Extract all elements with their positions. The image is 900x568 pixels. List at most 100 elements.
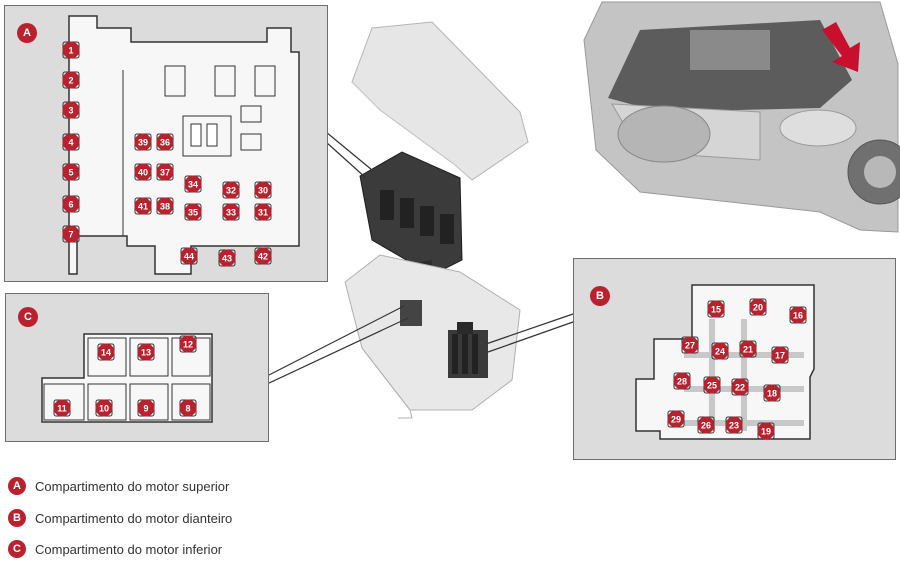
fuse-number-label: 39 bbox=[138, 138, 148, 148]
fuse-diagram-c: 14 13 12 11 10 9 8 bbox=[41, 333, 213, 423]
fuse-b-9: 22 bbox=[731, 378, 749, 396]
fuse-number-badge bbox=[711, 342, 729, 360]
legend-text: Compartimento do motor superior bbox=[35, 478, 230, 494]
fuse-a-7: 39 bbox=[134, 133, 152, 151]
fuse-number-badge bbox=[707, 300, 725, 318]
fuse-b-3: 27 bbox=[681, 336, 699, 354]
fuse-number-label: 37 bbox=[160, 168, 170, 178]
location-arrow-icon bbox=[822, 22, 860, 72]
fuse-c-3: 11 bbox=[53, 399, 71, 417]
fuse-number-badge bbox=[703, 376, 721, 394]
fuse-a-3: 4 bbox=[62, 133, 80, 151]
fuse-number-label: 27 bbox=[685, 341, 695, 351]
fuse-number-badge bbox=[53, 399, 71, 417]
fuse-number-badge bbox=[62, 195, 80, 213]
fuse-a-17: 30 bbox=[254, 181, 272, 199]
fuse-number-label: 17 bbox=[775, 351, 785, 361]
fuse-a-13: 34 bbox=[184, 175, 202, 193]
fuse-number-label: 6 bbox=[68, 200, 73, 210]
fuse-a-15: 32 bbox=[222, 181, 240, 199]
fuse-number-label: 42 bbox=[258, 252, 268, 262]
fuse-number-label: 7 bbox=[68, 230, 73, 240]
fuse-number-label: 29 bbox=[671, 415, 681, 425]
fuse-number-label: 10 bbox=[99, 404, 109, 414]
fuse-c-1: 13 bbox=[137, 343, 155, 361]
fuse-c-0: 14 bbox=[97, 343, 115, 361]
legend-letter: B bbox=[8, 509, 26, 527]
fuse-a-0: 1 bbox=[62, 41, 80, 59]
fuse-c-6: 8 bbox=[179, 399, 197, 417]
fuse-b-13: 23 bbox=[725, 416, 743, 434]
fuse-number-badge bbox=[739, 340, 757, 358]
fuse-a-9: 40 bbox=[134, 163, 152, 181]
fuse-number-label: 18 bbox=[767, 389, 777, 399]
legend-item-b: B Compartimento do motor dianteiro bbox=[8, 508, 232, 528]
fuse-number-label: 30 bbox=[258, 186, 268, 196]
fuse-number-badge bbox=[681, 336, 699, 354]
fuse-number-badge bbox=[156, 163, 174, 181]
fuse-number-badge bbox=[156, 197, 174, 215]
fuse-number-badge bbox=[254, 181, 272, 199]
fuse-number-badge bbox=[95, 399, 113, 417]
fuse-number-label: 16 bbox=[793, 311, 803, 321]
fuse-number-label: 40 bbox=[138, 168, 148, 178]
fuse-number-badge bbox=[179, 399, 197, 417]
fusebox-cover bbox=[351, 21, 529, 181]
fuse-b-4: 24 bbox=[711, 342, 729, 360]
fuse-number-label: 19 bbox=[761, 427, 771, 437]
fuse-number-badge bbox=[179, 335, 197, 353]
fuse-number-label: 44 bbox=[184, 252, 194, 262]
fuse-c-4: 10 bbox=[95, 399, 113, 417]
fuse-number-label: 13 bbox=[141, 348, 151, 358]
fuse-number-badge bbox=[62, 133, 80, 151]
fuse-number-badge bbox=[184, 175, 202, 193]
fuse-number-badge bbox=[218, 249, 236, 267]
grille bbox=[617, 105, 711, 163]
fuse-number-label: 11 bbox=[57, 404, 67, 414]
fuse-number-badge bbox=[789, 306, 807, 324]
leader-lines bbox=[266, 131, 574, 385]
fuse-number-badge bbox=[62, 71, 80, 89]
fuse-b-11: 29 bbox=[667, 410, 685, 428]
legend-letter: A bbox=[8, 477, 26, 495]
legend-item-a: A Compartimento do motor superior bbox=[8, 476, 229, 496]
fuse-a-6: 7 bbox=[62, 225, 80, 243]
fuse-b-1: 20 bbox=[749, 298, 767, 316]
fuse-number-label: 32 bbox=[226, 186, 236, 196]
headlight bbox=[779, 109, 857, 147]
fuse-number-badge bbox=[749, 298, 767, 316]
fuse-number-label: 12 bbox=[183, 340, 193, 350]
fuse-number-badge bbox=[673, 372, 691, 390]
fuse-a-2: 3 bbox=[62, 101, 80, 119]
fuse-a-8: 36 bbox=[156, 133, 174, 151]
fuse-a-18: 31 bbox=[254, 203, 272, 221]
fuse-number-label: 25 bbox=[707, 381, 717, 391]
fuse-number-badge bbox=[771, 346, 789, 364]
fuse-number-label: 2 bbox=[68, 76, 73, 86]
fuse-b-2: 16 bbox=[789, 306, 807, 324]
fuse-c-5: 9 bbox=[137, 399, 155, 417]
fuse-number-badge bbox=[254, 203, 272, 221]
fuse-number-label: 4 bbox=[68, 138, 73, 148]
fuse-number-label: 22 bbox=[735, 383, 745, 393]
fuse-number-label: 38 bbox=[160, 202, 170, 212]
fuse-a-21: 42 bbox=[254, 247, 272, 265]
fuse-a-10: 37 bbox=[156, 163, 174, 181]
panel-a-letter-badge: A bbox=[17, 23, 37, 43]
fuse-number-badge bbox=[137, 399, 155, 417]
fuse-number-label: 24 bbox=[715, 347, 725, 357]
fuse-a-11: 41 bbox=[134, 197, 152, 215]
panel-b-letter-badge: B bbox=[590, 286, 610, 306]
fuse-number-label: 14 bbox=[101, 348, 111, 358]
fuse-number-label: 23 bbox=[729, 421, 739, 431]
fuse-number-label: 41 bbox=[138, 202, 148, 212]
fuse-b-12: 26 bbox=[697, 416, 715, 434]
fuse-a-16: 33 bbox=[222, 203, 240, 221]
fuse-a-20: 43 bbox=[218, 249, 236, 267]
fuse-number-badge bbox=[62, 163, 80, 181]
fuse-a-4: 5 bbox=[62, 163, 80, 181]
